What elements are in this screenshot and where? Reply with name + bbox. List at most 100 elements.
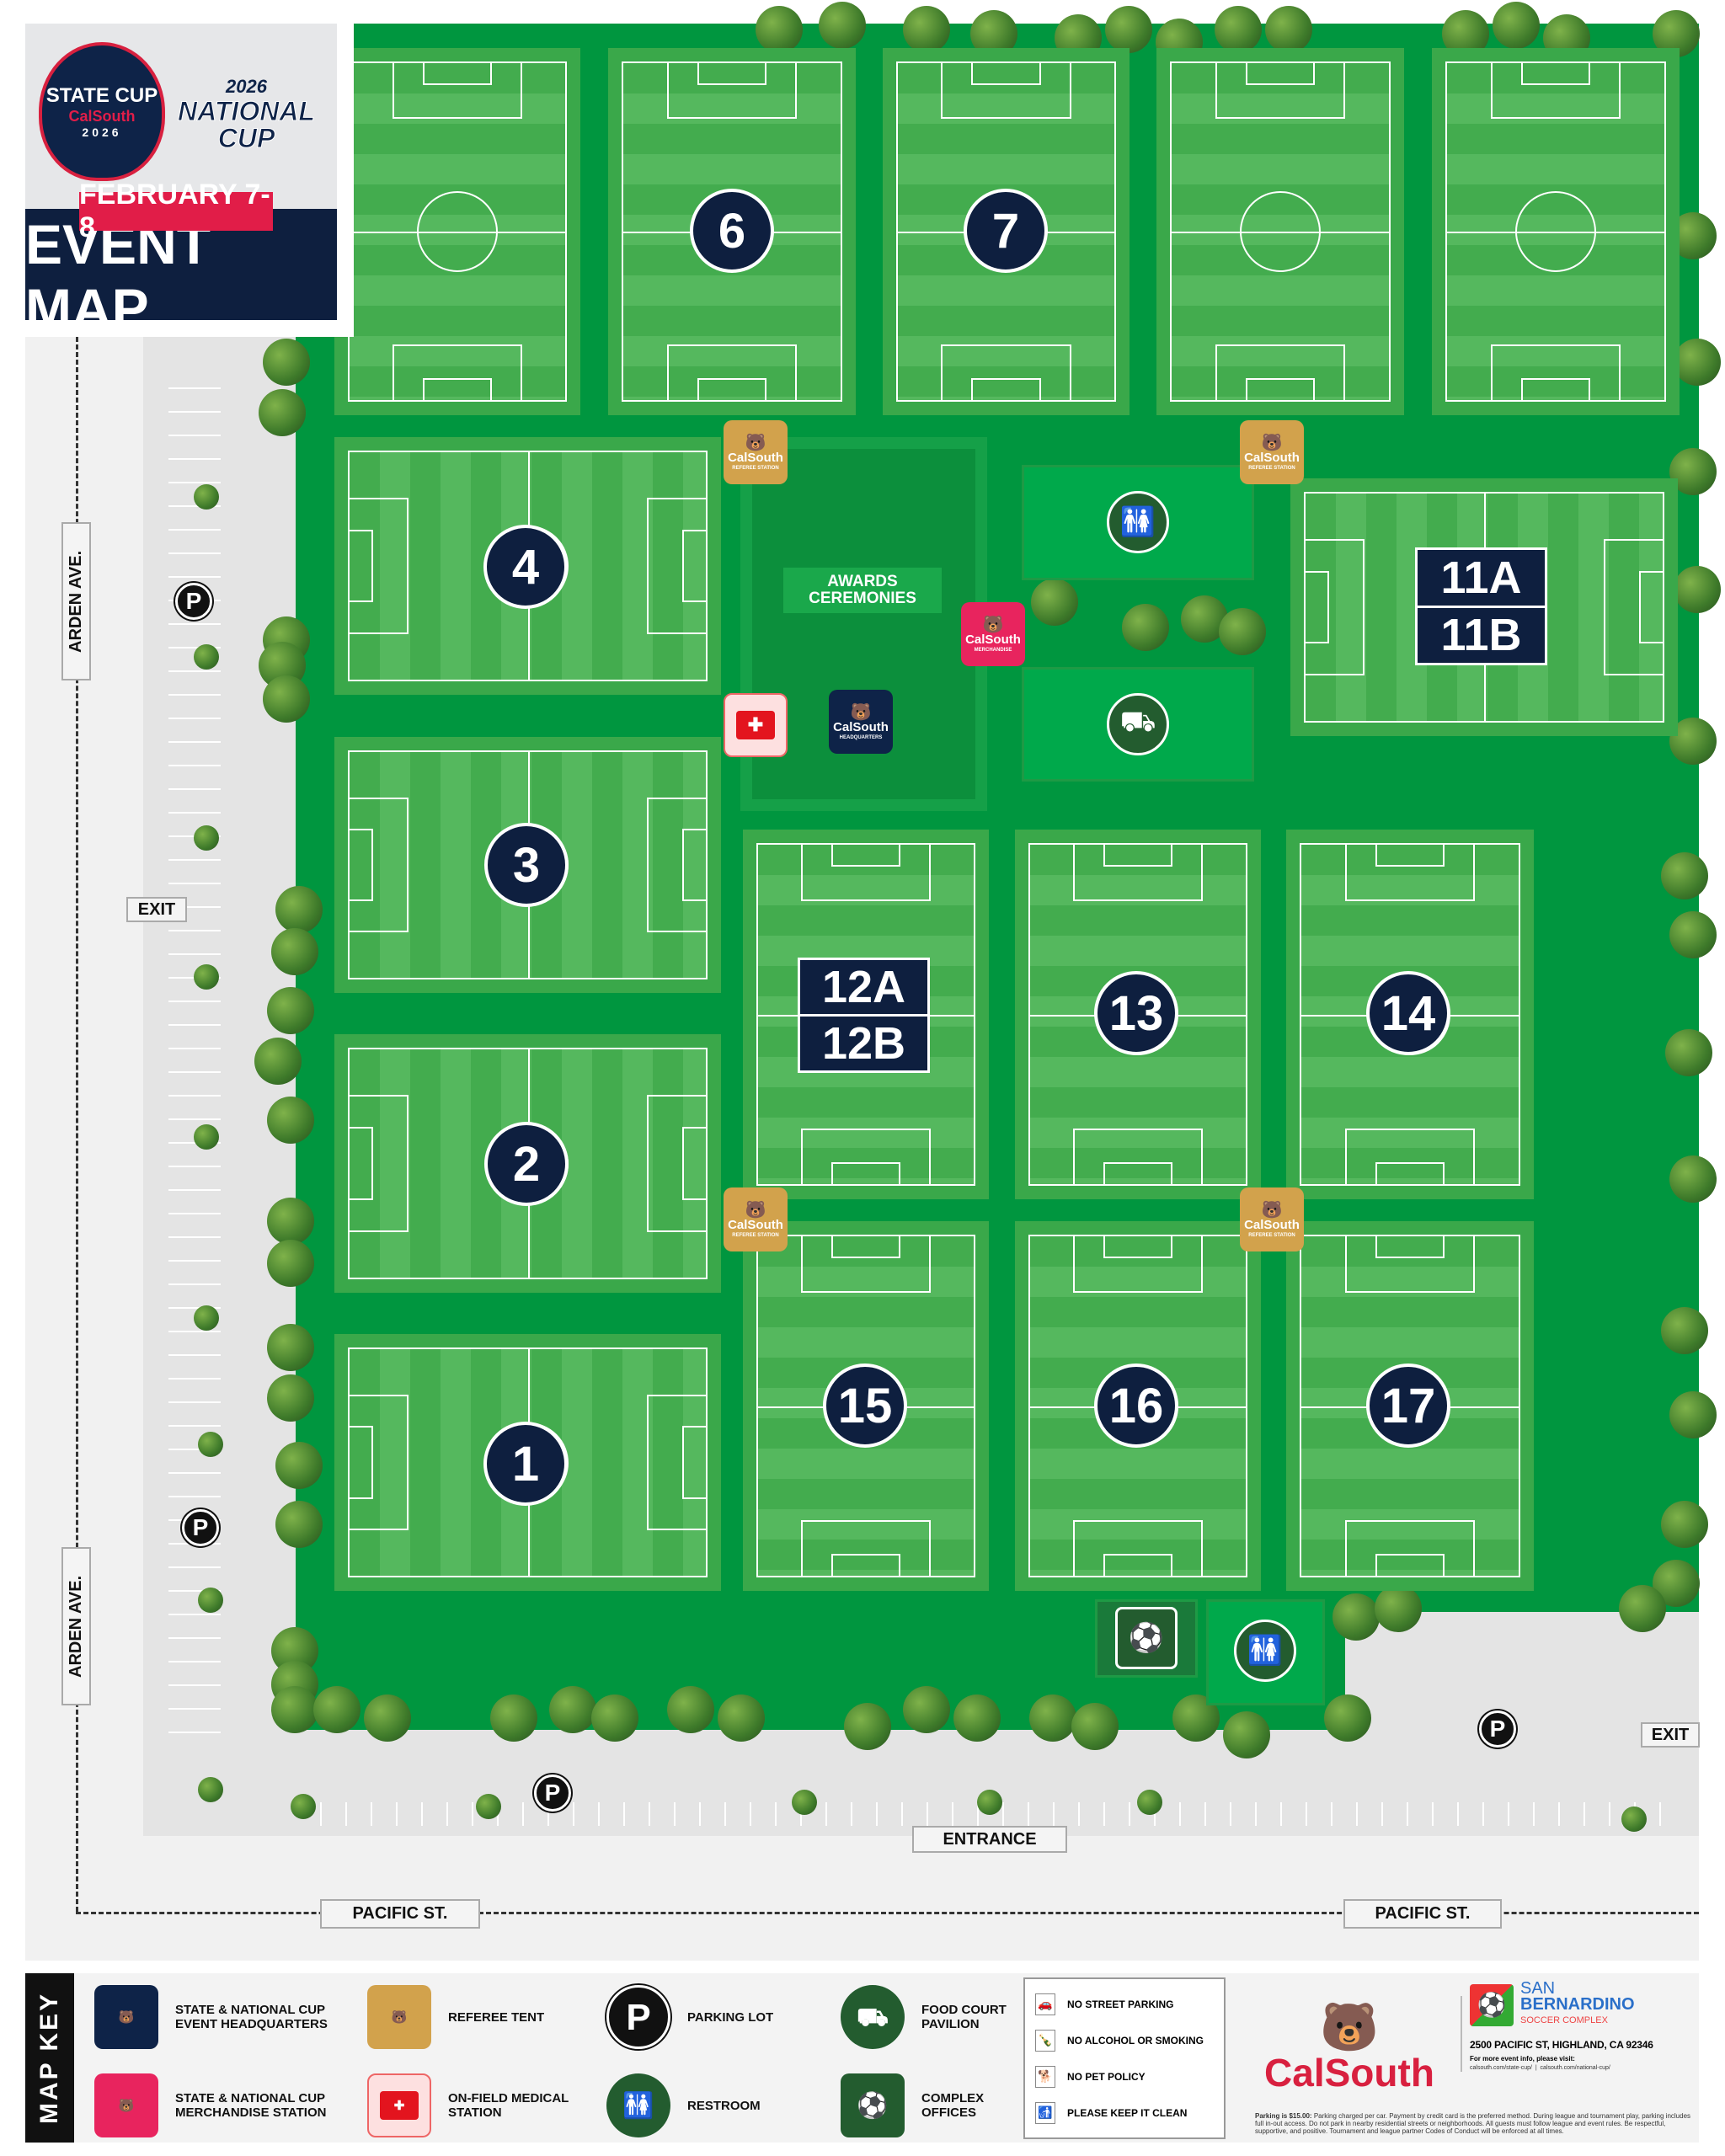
rule-item: 🚗NO STREET PARKING <box>1035 1993 1214 2015</box>
litter-icon: 🚮 <box>1035 2101 1055 2124</box>
field-marking <box>971 61 1041 85</box>
tree-icon <box>267 1374 314 1422</box>
no-alcohol-icon: 🍾 <box>1035 2029 1055 2052</box>
pacific-st-road <box>76 1912 1699 1914</box>
food-cart-icon: ⛟ <box>841 1985 905 2049</box>
field-number-4: 4 <box>483 525 568 609</box>
field-number-17: 17 <box>1366 1364 1450 1448</box>
pitch <box>622 61 842 402</box>
tree-icon <box>267 1097 314 1144</box>
key-item: ⛟FOOD COURT PAVILION <box>841 1985 1017 2049</box>
pacific-st-label: PACIFIC ST. <box>1343 1899 1502 1929</box>
field-marking <box>697 61 767 85</box>
tree-icon <box>263 675 310 723</box>
tree-icon <box>1669 911 1717 958</box>
field-marking <box>831 1553 900 1577</box>
field-12a: 12A <box>800 960 927 1017</box>
medical-icon: ✚ <box>367 2073 431 2137</box>
field-marking <box>1639 570 1664 644</box>
tree-icon <box>1674 339 1721 386</box>
tree-icon <box>1071 1703 1119 1750</box>
field-marking <box>831 1235 900 1259</box>
restroom-icon: 🚻 <box>1107 491 1169 553</box>
tree-icon <box>1029 1694 1076 1742</box>
field-marking <box>971 378 1041 402</box>
pacific-st-label: PACIFIC ST. <box>320 1899 480 1929</box>
referee-icon: 🐻 <box>367 1985 431 2049</box>
parking-icon: P <box>534 1774 571 1812</box>
offices-icon: ⚽ <box>1115 1607 1178 1669</box>
tree-icon <box>263 339 310 386</box>
event-date: FEBRUARY 7-8 <box>79 179 273 243</box>
tree-icon <box>1031 579 1078 626</box>
national-cup-link[interactable]: calsouth.com/national-cup/ <box>1540 2065 1610 2071</box>
tree-icon <box>953 1694 1001 1742</box>
field-unnumbered <box>1432 48 1680 415</box>
no-car-icon: 🚗 <box>1035 1993 1055 2015</box>
tree-icon <box>275 886 323 933</box>
field-marking <box>1103 1235 1172 1259</box>
state-cup-link[interactable]: calsouth.com/state-cup/ <box>1470 2065 1532 2071</box>
key-item: 🐻REFEREE TENT <box>367 1985 578 2049</box>
tree-icon <box>1219 608 1266 655</box>
tree-icon <box>1265 6 1312 53</box>
tree-icon <box>1669 1391 1717 1438</box>
tree-icon <box>1332 1593 1380 1641</box>
rule-item: 🐕NO PET POLICY <box>1035 2065 1214 2088</box>
field-number-3: 3 <box>484 823 569 907</box>
tree-icon <box>1105 6 1152 53</box>
tree-icon <box>194 825 219 851</box>
tree-icon <box>275 1442 323 1489</box>
field-marking <box>348 1426 373 1499</box>
pitch <box>1304 492 1664 723</box>
tree-icon <box>1674 566 1721 613</box>
field-number-1: 1 <box>483 1422 568 1506</box>
field-marking <box>1240 191 1321 272</box>
field-marking <box>423 61 492 85</box>
page-title: EVENT MAP <box>25 213 211 339</box>
field-marking <box>348 829 373 901</box>
tree-icon <box>756 6 803 53</box>
tree-icon <box>490 1694 537 1742</box>
field-marking <box>1103 1161 1172 1186</box>
medical-icon: ✚ <box>724 693 788 757</box>
tree-icon <box>1669 1155 1717 1203</box>
field-marking <box>348 1127 373 1200</box>
key-item: ✚ON-FIELD MEDICAL STATION <box>367 2073 578 2137</box>
tree-icon <box>364 1694 411 1742</box>
field-marking <box>1245 61 1316 85</box>
tree-icon <box>903 1686 950 1733</box>
field-marking <box>1375 843 1445 867</box>
field-11a: 11A <box>1418 550 1545 608</box>
field-marking <box>682 529 708 603</box>
field-number-6: 6 <box>690 189 774 273</box>
tree-icon <box>1223 1711 1270 1758</box>
field-marking <box>1245 378 1316 402</box>
calsouth-logo: 🐻CalSouth <box>1264 1999 1434 2095</box>
tree-icon <box>1122 604 1169 651</box>
tree-icon <box>1661 852 1708 899</box>
tree-icon <box>591 1694 638 1742</box>
no-pet-icon: 🐕 <box>1035 2065 1055 2088</box>
field-marking <box>1103 1553 1172 1577</box>
restroom-icon: 🚻 <box>606 2073 670 2137</box>
pitch <box>1170 61 1391 402</box>
tree-icon <box>198 1588 223 1613</box>
venue-address: 2500 PACIFIC ST, HIGHLAND, CA 92346 <box>1470 2039 1653 2051</box>
tree-icon <box>271 1686 318 1733</box>
key-item: ⚽COMPLEX OFFICES <box>841 2073 1017 2137</box>
field-unnumbered <box>1156 48 1404 415</box>
tree-icon <box>792 1790 817 1815</box>
restroom-icon: 🚻 <box>1234 1620 1296 1682</box>
field-marking <box>682 829 708 901</box>
parking-icon: P <box>1479 1710 1516 1748</box>
tree-icon <box>718 1694 765 1742</box>
parking-icon: P <box>606 1985 670 2049</box>
key-item: 🚻RESTROOM <box>606 2073 817 2137</box>
